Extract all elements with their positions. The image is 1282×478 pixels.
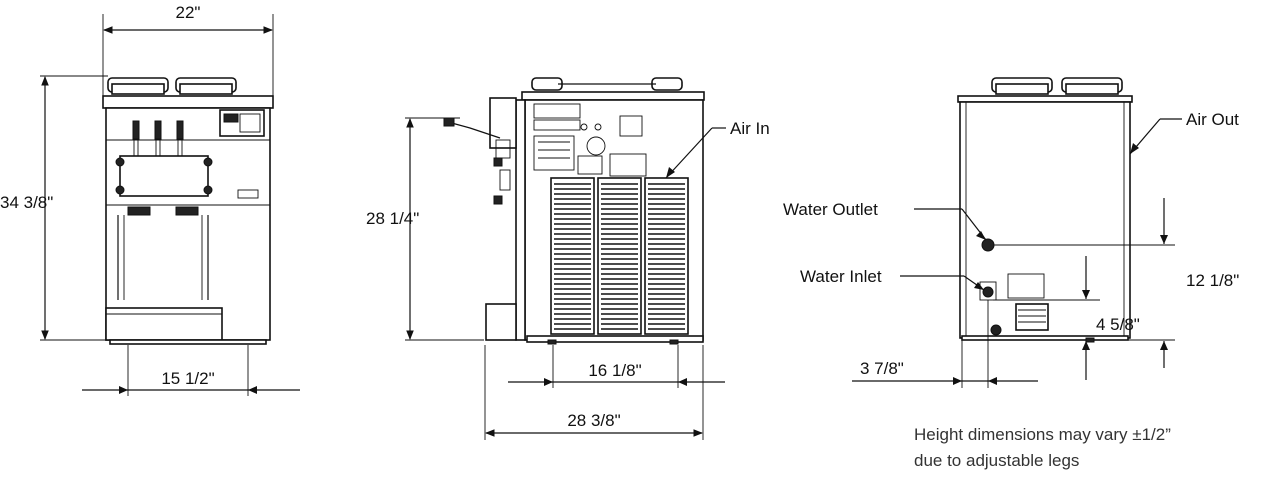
water-outlet-label: Water Outlet xyxy=(783,200,878,219)
side-air-vents xyxy=(554,183,685,330)
side-view: 28 1/4" 16 1/8" 28 3/8" Air In xyxy=(366,77,770,440)
air-out-label: Air Out xyxy=(1186,110,1239,129)
side-depth-inner-label: 16 1/8" xyxy=(588,361,641,380)
side-depth-total-label: 28 3/8" xyxy=(567,411,620,430)
rear-view: Water Outlet Water Inlet Air Out 12 1/8"… xyxy=(783,77,1239,388)
water-outlet-port xyxy=(981,238,995,252)
front-view: 22" 34 3/8" 15 1/2" xyxy=(0,3,300,396)
front-width-label: 22" xyxy=(176,3,201,22)
note-line-2: due to adjustable legs xyxy=(914,451,1079,470)
note: Height dimensions may vary ±1/2” due to … xyxy=(914,425,1171,470)
note-line-1: Height dimensions may vary ±1/2” xyxy=(914,425,1171,444)
side-height-label: 28 1/4" xyxy=(366,209,419,228)
front-base-label: 15 1/2" xyxy=(161,369,214,388)
water-inlet-port xyxy=(982,286,994,298)
rear-outlet-height-label: 12 1/8" xyxy=(1186,271,1239,290)
water-inlet-label: Water Inlet xyxy=(800,267,882,286)
rear-inlet-height-label: 4 5/8" xyxy=(1096,315,1140,334)
rear-inlet-offset-label: 3 7/8" xyxy=(860,359,904,378)
front-height-label: 34 3/8" xyxy=(0,193,53,212)
air-in-label: Air In xyxy=(730,119,770,138)
